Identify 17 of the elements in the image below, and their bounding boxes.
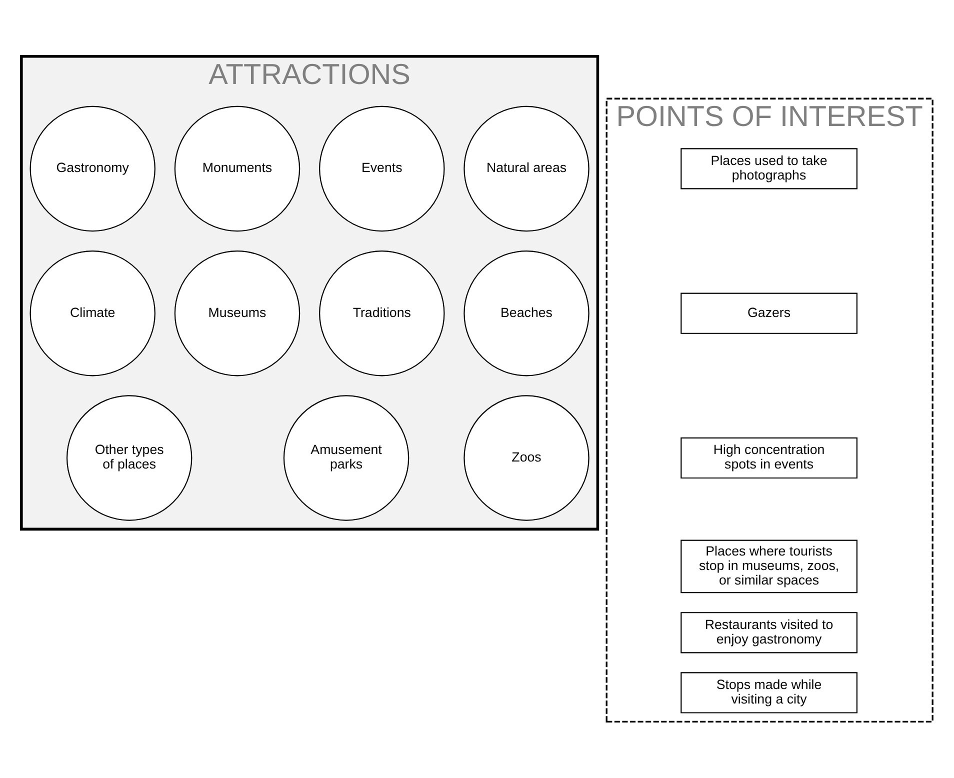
node-box: High concentration spots in events xyxy=(680,437,858,479)
node-circle: Beaches xyxy=(464,250,590,376)
node-box: Places used to take photographs xyxy=(680,148,858,190)
node-circle: Traditions xyxy=(319,250,445,376)
node-circle: Gastronomy xyxy=(30,106,156,232)
node-circle: Zoos xyxy=(464,395,590,521)
node-circle: Events xyxy=(319,106,445,232)
node-circle: Natural areas xyxy=(464,106,590,232)
node-box: Places where tourists stop in museums, zoos, or similar spaces xyxy=(680,540,858,594)
node-box: Restaurants visited to enjoy gastronomy xyxy=(680,612,858,654)
node-circle: Monuments xyxy=(174,106,300,232)
node-circle: Museums xyxy=(174,250,300,376)
node-circle: Amusement parks xyxy=(283,395,410,521)
node-box: Stops made while visiting a city xyxy=(680,672,858,714)
node-circle: Other types of places xyxy=(66,395,192,521)
node-circle: Climate xyxy=(30,250,156,376)
node-box: Gazers xyxy=(680,292,858,334)
